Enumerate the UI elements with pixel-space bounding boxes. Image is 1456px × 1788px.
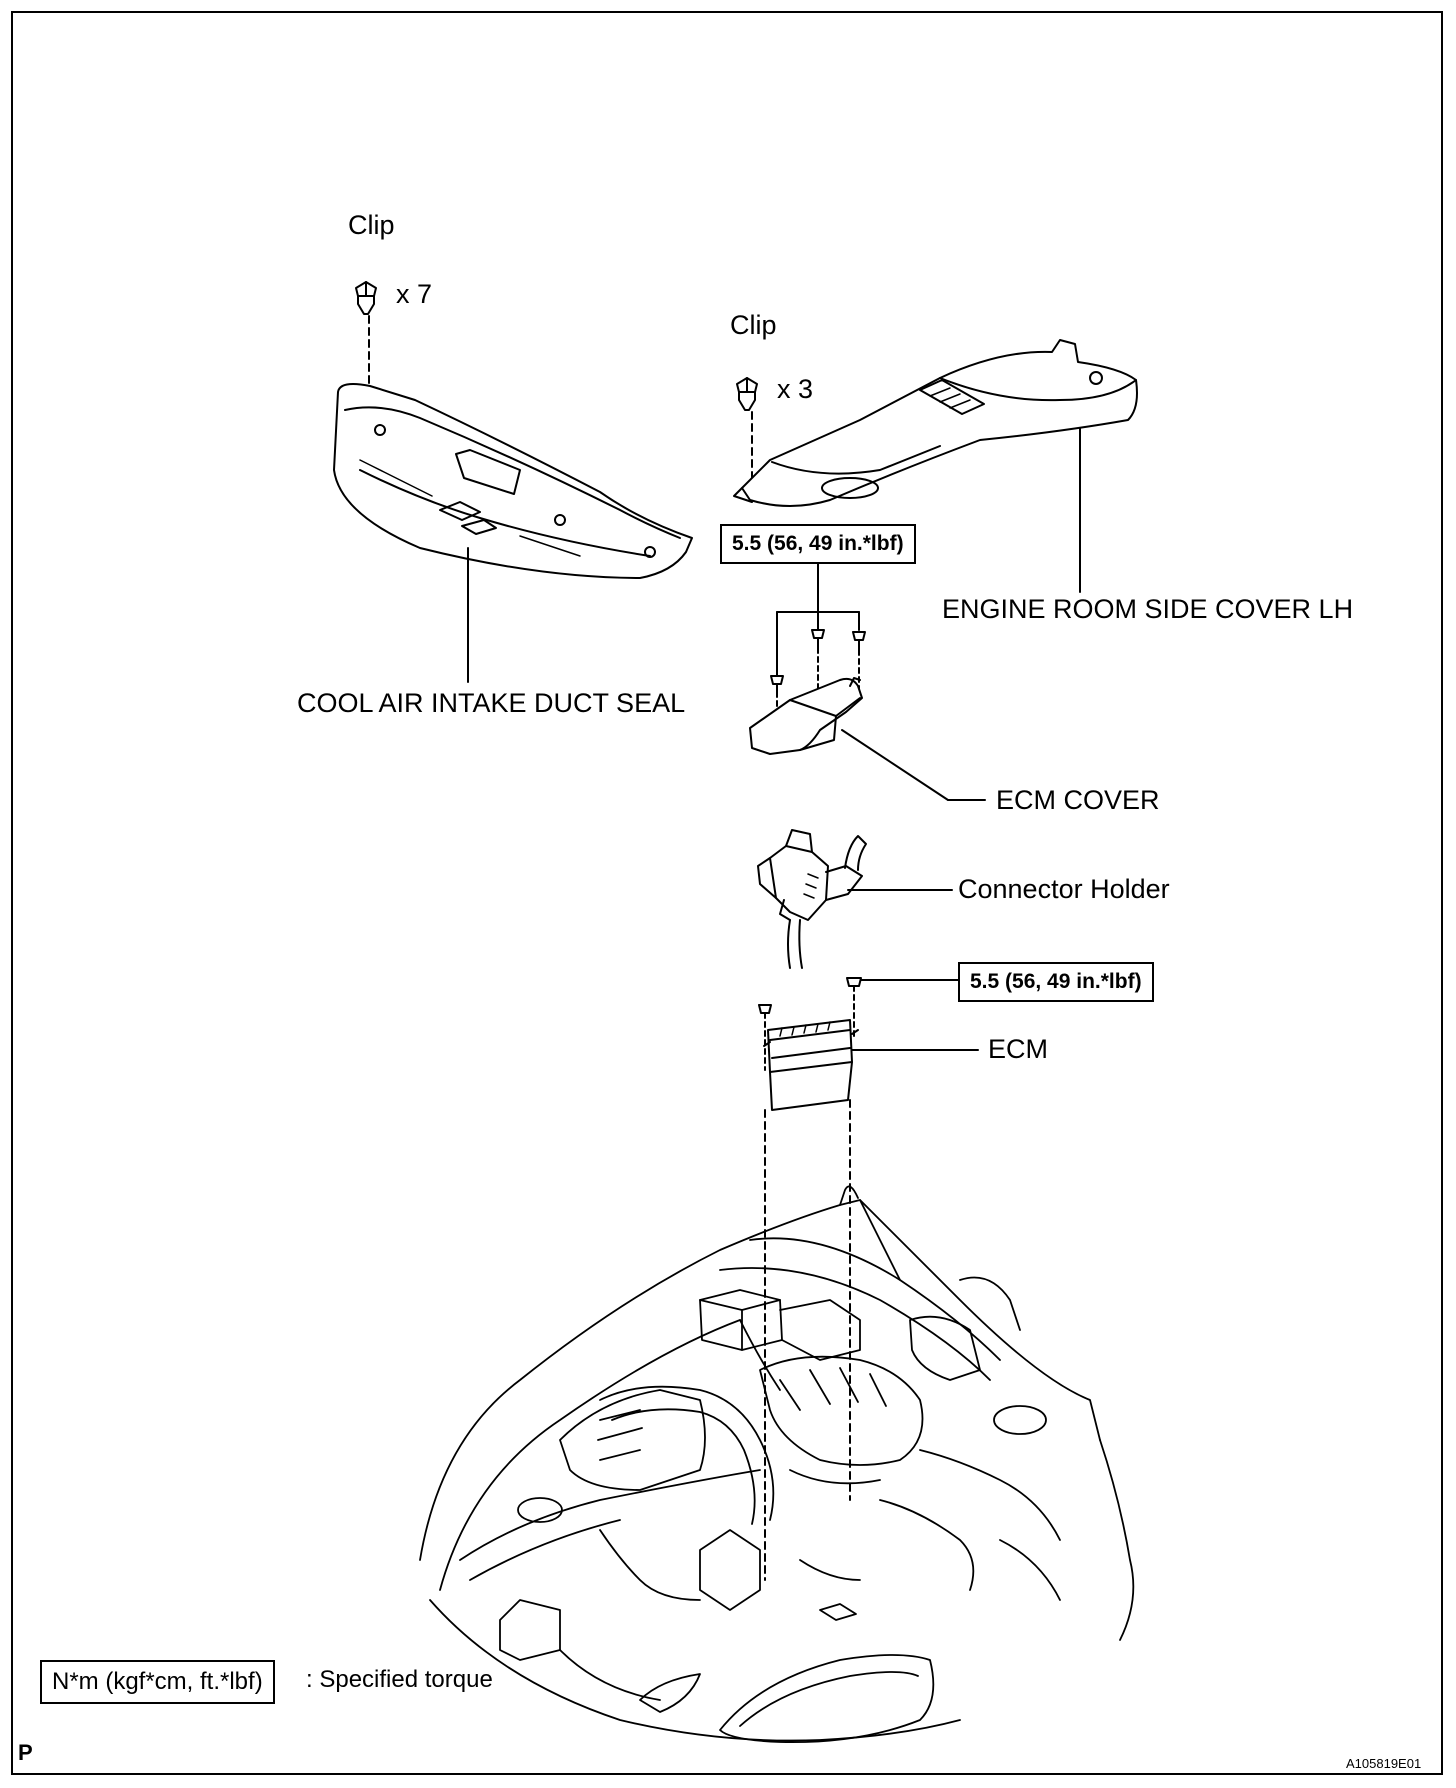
corner-mark: P: [18, 1740, 33, 1765]
engine-room-side-cover-part: [733, 339, 1138, 507]
ecm-cover-bolt-icon: [770, 675, 784, 693]
figure-code: A105819E01: [1346, 1756, 1422, 1771]
clip-right-label: Clip: [730, 310, 777, 340]
clip-left-qty: x 7: [396, 279, 433, 309]
clip-right-qty: x 3: [777, 374, 814, 404]
ecm-cover-label: ECM COVER: [996, 785, 1160, 815]
ecm-cover-bolt-icon: [852, 631, 866, 651]
ecm-cover-torque-spec: 5.5 (56, 49 in.*lbf): [720, 524, 916, 564]
figure-border: [11, 11, 1443, 1775]
connector-holder-part: [757, 829, 867, 969]
ecm-torque-spec: 5.5 (56, 49 in.*lbf): [958, 962, 1154, 1002]
clip-right-icon: [736, 377, 758, 411]
cool-air-intake-duct-seal-part: [333, 383, 693, 579]
ecm-cover-leader: [841, 729, 949, 801]
torque-legend-description: : Specified torque: [306, 1666, 493, 1693]
ecm-nut-icon: [846, 977, 862, 987]
ecm-nut-icon: [758, 1004, 772, 1014]
ecm-label: ECM: [988, 1034, 1048, 1064]
torque-unit-legend-box: N*m (kgf*cm, ft.*lbf): [40, 1660, 275, 1704]
clip-left-icon: [355, 281, 377, 315]
ecm-part: [763, 1019, 859, 1111]
engine-room-side-cover-label: ENGINE ROOM SIDE COVER LH: [942, 594, 1354, 624]
cool-air-intake-duct-seal-label: COOL AIR INTAKE DUCT SEAL: [297, 688, 686, 718]
clip-left-label: Clip: [348, 210, 395, 240]
ecm-cover-part: [749, 677, 863, 755]
connector-holder-label: Connector Holder: [958, 874, 1170, 904]
vehicle-engine-bay-illustration: [419, 1185, 1135, 1744]
ecm-cover-bolt-icon: [811, 629, 825, 649]
